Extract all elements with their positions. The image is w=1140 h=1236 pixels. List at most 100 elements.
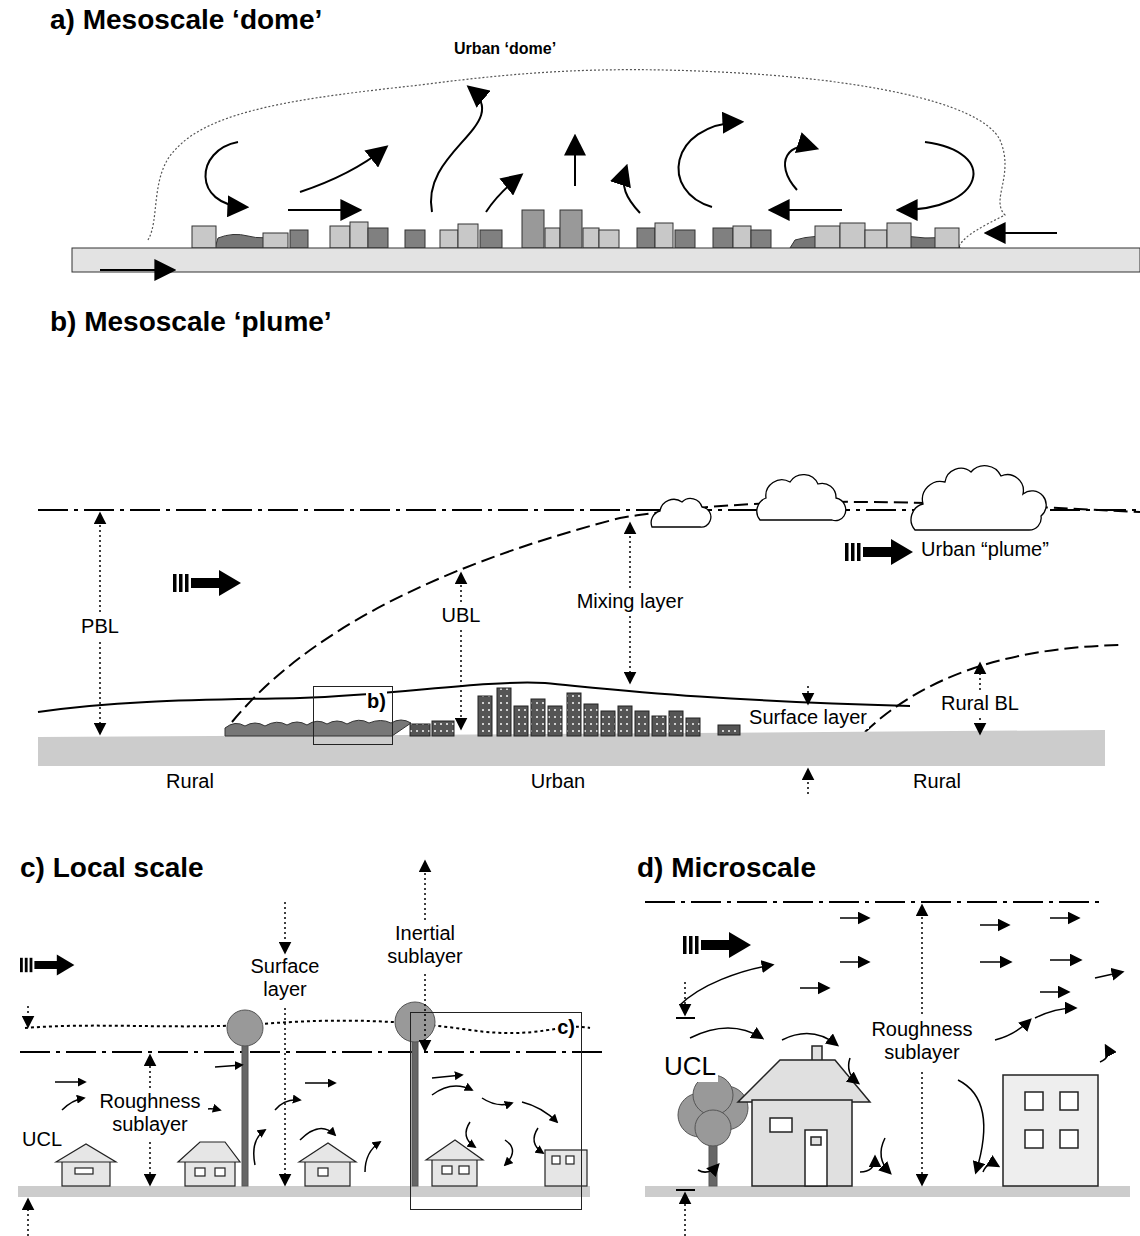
- local-flow-arrows-path: [482, 1098, 512, 1105]
- local-trees: [227, 1002, 435, 1186]
- local-dimension-arrows-path: [27, 1006, 29, 1026]
- plume-clouds: [651, 466, 1046, 530]
- micro-tree-rect: [709, 1140, 717, 1186]
- wind-arrows-use: [20, 955, 74, 976]
- local-dimension-arrows: [28, 862, 425, 1236]
- local-houses-rect: [566, 1156, 574, 1164]
- micro-house-polygon: [738, 1060, 870, 1102]
- local-trees-circle: [395, 1002, 435, 1042]
- urban-buildings-rect: [733, 226, 751, 248]
- layer-label: Rural BL: [939, 692, 1021, 715]
- dimension-arrows-path: [629, 616, 631, 682]
- panel-title: d) Microscale: [637, 852, 816, 884]
- local-trees-rect: [242, 1040, 248, 1186]
- layer-label: Mixing layer: [575, 590, 686, 613]
- micro-flow-arrows-path: [800, 987, 828, 989]
- wind-arrows-use: [683, 932, 751, 958]
- micro-flow-arrows-path: [849, 1058, 858, 1083]
- dimension-arrows-path: [99, 514, 101, 612]
- dimension-arrows-path: [979, 718, 981, 733]
- dimension-arrows-path: [807, 686, 809, 703]
- local-flow-arrows-path: [432, 1075, 462, 1078]
- rural-bl-boundary: [865, 645, 1120, 732]
- dome-circulation-arrows-path: [486, 176, 520, 212]
- micro-flow-arrows-path: [1095, 972, 1122, 978]
- urban-buildings-rect: [350, 222, 368, 248]
- dome-circulation-arrows-path: [772, 209, 842, 211]
- micro-flow-arrows-path: [680, 965, 772, 1005]
- local-dimension-arrows-path: [27, 1200, 29, 1236]
- local-trees-rect: [412, 1036, 418, 1186]
- dimension-arrows-path: [807, 770, 809, 794]
- local-houses-rect: [185, 1160, 235, 1186]
- city-buildings-rect: [410, 724, 430, 736]
- local-houses-rect: [545, 1150, 587, 1186]
- micro-flow-arrows-path: [860, 1157, 875, 1172]
- urban-buildings-rect: [840, 223, 865, 248]
- micro-building-rect: [1060, 1092, 1078, 1110]
- urban-buildings: [192, 210, 959, 248]
- local-houses-polygon: [299, 1143, 356, 1162]
- inset-frame: b): [313, 686, 393, 745]
- micro-flow-arrows-path: [1040, 991, 1068, 993]
- city-buildings-rect: [669, 711, 683, 736]
- micro-top-line: [645, 901, 1100, 903]
- city-buildings-rect: [478, 696, 492, 736]
- zone-label: Rural: [166, 770, 214, 793]
- dimension-arrows-path: [629, 524, 631, 588]
- local-dimension-arrows-path: [424, 862, 426, 920]
- urban-buildings-rect: [290, 230, 308, 248]
- micro-house-rect: [811, 1137, 821, 1145]
- city-buildings-rect: [686, 718, 700, 736]
- ubl-boundary-path: [232, 502, 1140, 722]
- dome-circulation-arrows-path: [624, 168, 640, 213]
- urban-buildings-rect: [405, 230, 425, 248]
- micro-house: [738, 1046, 870, 1186]
- inset-tag: b): [366, 690, 387, 712]
- dome-circulation-arrows-path: [100, 269, 172, 271]
- micro-dimension-arrows: [685, 906, 922, 1236]
- dimension-arrows-path: [460, 574, 462, 602]
- dimension-arrows-path: [979, 664, 981, 690]
- zone-label: Rural: [913, 770, 961, 793]
- micro-flow-arrows-path: [1035, 1008, 1075, 1018]
- dimension-arrows: [100, 514, 980, 794]
- local-houses-rect: [442, 1166, 452, 1174]
- local-houses-rect: [195, 1168, 205, 1176]
- local-houses-rect: [75, 1168, 93, 1174]
- plume-clouds-path: [757, 475, 846, 521]
- micro-dimension-arrows-path: [921, 906, 923, 1014]
- micro-flow-arrows: [680, 918, 1122, 1173]
- urban-buildings-rect: [458, 224, 478, 248]
- micro-flow-arrows-path: [958, 1080, 984, 1172]
- local-houses-rect: [459, 1166, 469, 1174]
- local-flow-arrows-path: [466, 1122, 475, 1147]
- zone-label: Urban: [531, 770, 585, 793]
- micro-flow-arrows-path: [881, 1138, 890, 1173]
- micro-flow-arrows-path: [698, 1165, 718, 1172]
- ground-band: [72, 248, 1140, 272]
- plume-clouds-path: [911, 466, 1046, 530]
- city-buildings-rect: [601, 711, 615, 736]
- city-buildings-rect: [514, 706, 528, 736]
- urban-buildings-rect: [440, 230, 458, 248]
- urban-buildings-rect: [583, 228, 599, 248]
- dome-circulation-arrows-path: [785, 146, 815, 190]
- local-dimension-arrows-path: [149, 1142, 151, 1184]
- micro-flow-arrows-path: [840, 961, 868, 963]
- local-flow-arrows-path: [534, 1128, 543, 1153]
- micro-flow-arrows-path: [782, 1034, 837, 1045]
- micro-house-rect: [805, 1130, 827, 1186]
- urban-buildings-rect: [655, 223, 673, 248]
- urban-buildings-rect: [637, 228, 655, 248]
- dome-label: Urban ‘dome’: [454, 40, 556, 58]
- city-buildings: [410, 688, 740, 736]
- micro-dimension-arrows-path: [684, 1194, 686, 1236]
- urban-buildings-rect: [887, 223, 911, 248]
- local-dimension-arrows-path: [149, 1056, 151, 1088]
- dome-circulation-arrows-path: [300, 148, 385, 192]
- urban-buildings-rect: [815, 226, 840, 248]
- urban-buildings-rect: [368, 228, 388, 248]
- micro-dimension-arrows-path: [684, 982, 686, 1014]
- ucl-top-dotted-path: [25, 1021, 590, 1033]
